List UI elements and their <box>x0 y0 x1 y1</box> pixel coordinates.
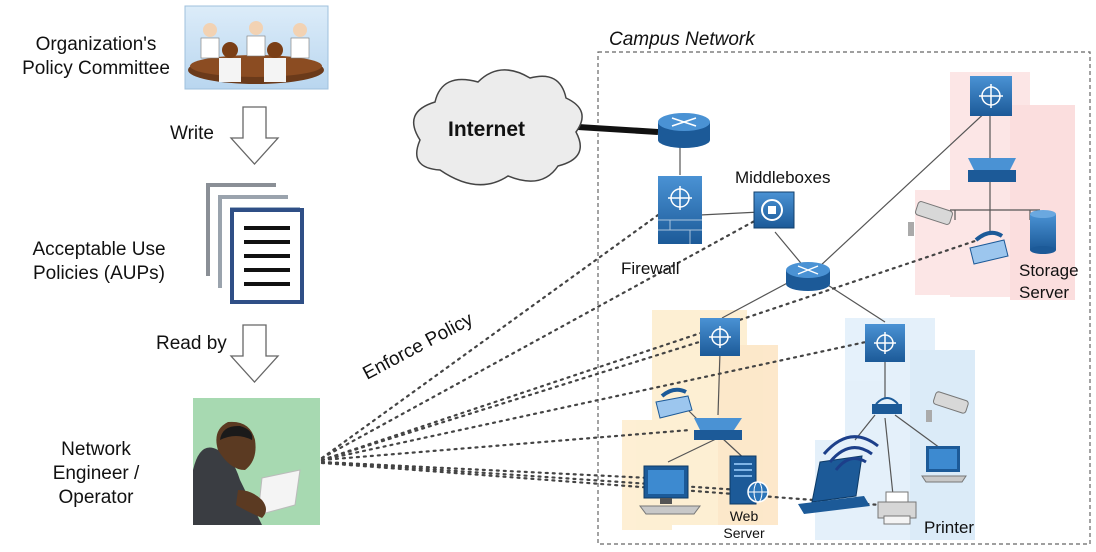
ip-phone-red-icon <box>969 230 1009 265</box>
camera-blue-icon <box>926 391 969 422</box>
ip-phone-orange-icon <box>655 387 693 419</box>
internet-cloud-icon <box>412 69 583 186</box>
enforce-policy-label: Enforce Policy <box>359 309 477 385</box>
aup-documents-icon <box>206 183 304 304</box>
internet-label: Internet <box>448 118 526 141</box>
desktop-computer-icon <box>639 465 701 515</box>
desktop-computer-blue-icon <box>921 446 967 483</box>
committee-label: Organization's Policy Committee <box>22 34 170 79</box>
web-server-icon <box>729 455 769 505</box>
l2-switch-orange-icon <box>694 418 742 440</box>
printer-icon <box>877 491 917 525</box>
storage-server-label: Storage Server <box>1019 261 1079 302</box>
middlebox-icon <box>753 191 795 229</box>
aup-label: Acceptable Use Policies (AUPs) <box>32 239 166 284</box>
committee-photo <box>184 5 329 90</box>
edge-router-icon <box>658 113 710 148</box>
engineer-photo <box>193 398 320 525</box>
write-arrow <box>229 106 280 165</box>
switch-orange-icon <box>700 318 740 356</box>
firewall-icon <box>658 176 702 244</box>
l2-switch-red-icon <box>968 158 1016 182</box>
camera-red-icon <box>908 201 954 236</box>
internet-link <box>577 124 659 135</box>
switch-red-icon <box>970 76 1012 116</box>
firewall-label: Firewall <box>621 259 680 278</box>
switch-blue-icon <box>865 324 905 362</box>
text-labels: Enforce Policy <box>359 309 477 385</box>
write-label: Write <box>170 123 214 144</box>
readby-arrow <box>229 324 280 383</box>
web-server-label: Web Server <box>723 508 765 541</box>
wireless-ap-icon <box>872 397 902 414</box>
printer-label: Printer <box>924 518 975 537</box>
building-red <box>915 72 1075 300</box>
campus-network-label: Campus Network <box>609 29 755 50</box>
wifi-icon <box>822 435 879 471</box>
enforce-policy-text: Enforce Policy <box>359 309 477 385</box>
engineer-label: Network Engineer / Operator <box>52 439 140 508</box>
laptop-icon <box>798 455 870 514</box>
readby-label: Read by <box>156 333 227 354</box>
campus-network-boundary <box>597 51 1091 545</box>
storage-server-icon <box>1030 210 1056 254</box>
core-router-icon <box>786 262 830 291</box>
middleboxes-label: Middleboxes <box>735 168 831 187</box>
